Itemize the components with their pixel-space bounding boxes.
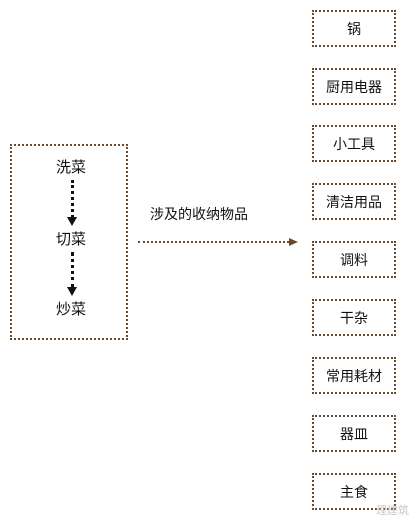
arrow-right-icon bbox=[138, 238, 298, 248]
arrow-down-icon bbox=[66, 252, 78, 296]
item-box-seasonings: 调料 bbox=[312, 241, 396, 278]
step-wash-vegetables: 洗菜 bbox=[55, 158, 86, 176]
item-box-consumables: 常用耗材 bbox=[312, 357, 396, 394]
relation-label: 涉及的收纳物品 bbox=[150, 207, 248, 223]
arrow-down-icon bbox=[66, 180, 78, 226]
item-box-tableware: 器皿 bbox=[312, 415, 396, 452]
item-box-staple-food: 主食 bbox=[312, 473, 396, 510]
step-stir-fry: 炒菜 bbox=[55, 300, 86, 318]
item-box-small-tools: 小工具 bbox=[312, 125, 396, 162]
item-box-cleaning-supplies: 清洁用品 bbox=[312, 183, 396, 220]
item-box-dry-goods: 干杂 bbox=[312, 299, 396, 336]
step-cut-vegetables: 切菜 bbox=[55, 230, 86, 248]
process-box: 洗菜 切菜 炒菜 bbox=[10, 144, 128, 340]
item-box-wok: 锅 bbox=[312, 10, 396, 47]
watermark: 理建筑 bbox=[376, 504, 409, 517]
item-box-kitchen-appliances: 厨用电器 bbox=[312, 68, 396, 105]
